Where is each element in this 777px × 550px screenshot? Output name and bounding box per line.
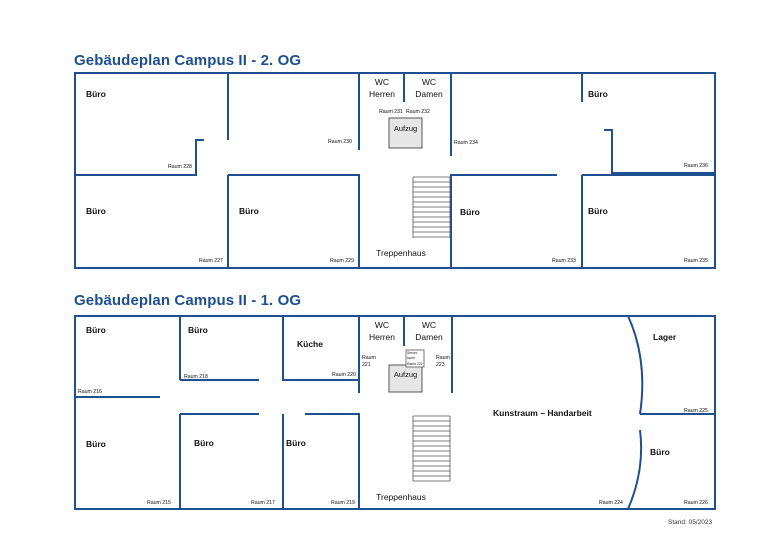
elevator-shaft (388, 117, 423, 149)
room-number: Raum 217 (251, 500, 275, 506)
elevator-label: Aufzug (394, 370, 417, 379)
elevator-shaft (388, 364, 423, 393)
room-number: Raum 215 (147, 500, 171, 506)
wc-damen-label: WC (422, 77, 436, 87)
elevator-label: Aufzug (394, 124, 417, 133)
wall (604, 129, 715, 174)
room-label-buero: Büro (86, 325, 106, 335)
room-label-buero: Büro (286, 438, 306, 448)
room-number: Raum 224 (599, 500, 623, 506)
wall (282, 316, 359, 381)
wall (305, 413, 360, 509)
floorplan-1og (74, 315, 716, 510)
room-number: Raum 228 (168, 164, 192, 170)
stairwell-label: Treppenhaus (376, 492, 426, 502)
outline-2og (74, 72, 716, 269)
room-label-buero: Büro (86, 439, 106, 449)
wc-herren-label: WC (375, 77, 389, 87)
staircase (412, 176, 451, 238)
wc-damen-label: Damen (415, 89, 443, 99)
server-room-label: Server- (407, 351, 418, 355)
floorplan-2og (74, 72, 716, 269)
curved-wall (627, 429, 643, 510)
wc-herren-label: Herren (369, 332, 395, 342)
staircase (412, 415, 451, 482)
curved-wall (627, 315, 644, 415)
room-number: Raum 226 (684, 500, 708, 506)
wc-herren-label: Herren (369, 89, 395, 99)
room-number: Raum 234 (454, 140, 478, 146)
room-label-buero: Büro (460, 207, 480, 217)
room-number: Raum 216 (78, 389, 102, 395)
room-number: Raum 225 (684, 408, 708, 414)
room-label-buero: Büro (588, 89, 608, 99)
room-number: Raum 231 (379, 109, 403, 115)
wc-herren-label: WC (375, 320, 389, 330)
room-number: Raum 230 (328, 139, 352, 145)
room-label-buero: Büro (188, 325, 208, 335)
wall (450, 174, 557, 268)
stairwell-label: Treppenhaus (376, 248, 426, 258)
room-number: Raum (436, 355, 450, 361)
server-room-label: raum (407, 356, 415, 360)
room-label-kueche: Küche (297, 339, 323, 349)
room-label-buero: Büro (650, 447, 670, 457)
room-number: 223 (436, 362, 445, 368)
room-number: Raum 220 (332, 372, 356, 378)
wc-damen-label: Damen (415, 332, 443, 342)
room-number: Raum 233 (552, 258, 576, 264)
server-room (405, 349, 425, 368)
plan-title-1og: Gebäudeplan Campus II - 1. OG (74, 292, 302, 309)
room-label-buero: Büro (588, 206, 608, 216)
room-label-buero: Büro (86, 89, 106, 99)
room-number: 221 (362, 362, 371, 368)
room-label-buero: Büro (194, 438, 214, 448)
room-number: Raum 229 (330, 258, 354, 264)
footer-date: Stand: 05/2023 (668, 519, 713, 526)
wall (75, 139, 204, 176)
room-number: Raum 227 (199, 258, 223, 264)
server-room-label: Raum 222 (407, 362, 423, 366)
room-number: Raum 232 (406, 109, 430, 115)
outline-1og (74, 315, 716, 510)
room-label-lager: Lager (653, 332, 677, 342)
wc-damen-label: WC (422, 320, 436, 330)
wall (228, 174, 360, 268)
plan-title-2og: Gebäudeplan Campus II - 2. OG (74, 52, 302, 69)
room-label-buero: Büro (239, 206, 259, 216)
room-number: Raum 236 (684, 163, 708, 169)
room-number: Raum 218 (184, 374, 208, 380)
room-label-buero: Büro (86, 206, 106, 216)
room-label-kunstraum: Kunstraum – Handarbeit (493, 408, 592, 418)
room-number: Raum (362, 355, 376, 361)
room-number: Raum 235 (684, 258, 708, 264)
room-number: Raum 219 (331, 500, 355, 506)
